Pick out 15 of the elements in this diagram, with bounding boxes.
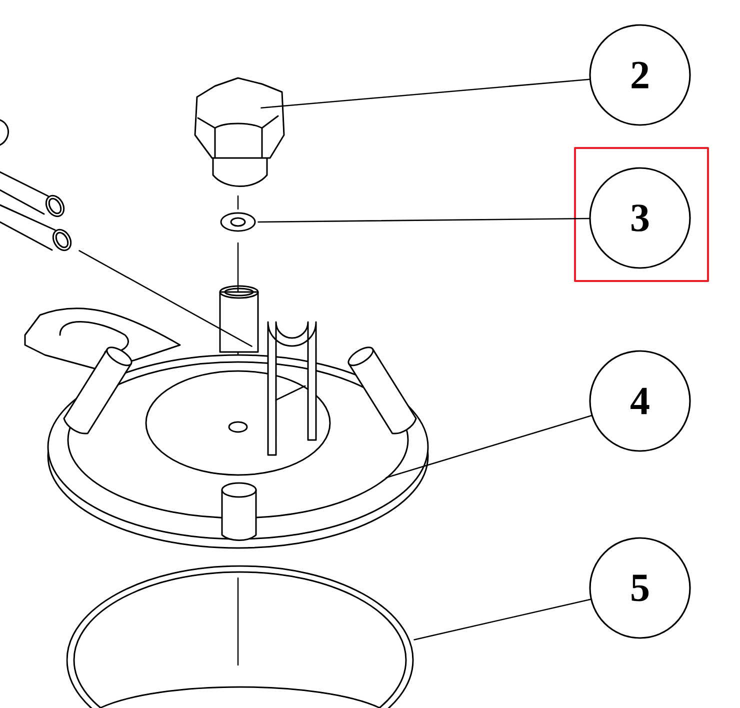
callout-number: 5 <box>589 537 691 639</box>
tubes-drawing <box>0 119 72 252</box>
leader-line <box>260 78 590 109</box>
leader-line <box>414 598 592 640</box>
lid-drawing <box>24 308 429 549</box>
tube-drawing <box>219 285 259 353</box>
ring-drawing <box>66 565 414 708</box>
leader-line <box>258 218 590 223</box>
leader-line <box>386 415 592 478</box>
callout-number: 2 <box>589 24 691 126</box>
leader-line <box>78 250 252 347</box>
washer-drawing <box>220 212 256 232</box>
callout-number: 3 <box>589 167 691 269</box>
knob-drawing <box>194 77 285 187</box>
callout-number: 4 <box>589 350 691 452</box>
